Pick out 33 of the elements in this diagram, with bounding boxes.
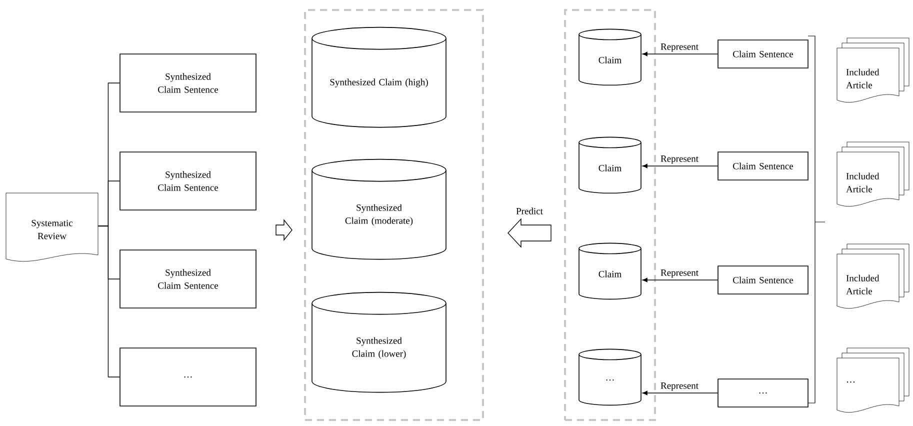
document-stack: Included Article: [836, 38, 910, 103]
process-box: Synthesized Claim Sentence: [120, 54, 256, 112]
edge-label: Represent: [660, 154, 700, 165]
process-box: Claim Sentence: [718, 152, 808, 180]
arrow: [642, 390, 718, 396]
document-stack: Included Article: [836, 244, 910, 309]
process-box: Synthesized Claim Sentence: [120, 250, 256, 308]
process-box: Synthesized Claim Sentence: [120, 152, 256, 210]
database-cylinder: Claim: [578, 28, 642, 86]
process-box: Claim Sentence: [718, 266, 808, 294]
database-cylinder: Synthesized Claim (high): [312, 26, 446, 128]
document-stack: Included Article: [836, 142, 910, 207]
block-arrow: [508, 218, 552, 248]
database-cylinder: …: [578, 348, 642, 406]
dashed-container: [564, 9, 656, 421]
edge-label: Represent: [660, 42, 700, 53]
database-cylinder: Synthesized Claim (lower): [312, 292, 446, 393]
database-cylinder: Claim: [578, 242, 642, 300]
connector-line: [98, 226, 120, 378]
edge-label: Represent: [660, 268, 700, 279]
process-box: …: [120, 348, 256, 406]
arrow: [642, 278, 718, 282]
edge-label: Predict: [515, 206, 544, 216]
block-arrow: [276, 219, 292, 241]
arrow: [642, 52, 718, 56]
database-cylinder: Claim: [578, 136, 642, 194]
dashed-container: [304, 9, 484, 421]
database-cylinder: Synthesized Claim (moderate): [312, 158, 446, 260]
edge-label: Represent: [660, 382, 700, 392]
document-stack: …: [836, 348, 910, 413]
process-box: Claim Sentence: [718, 40, 808, 68]
process-box: …: [718, 378, 808, 408]
arrow: [642, 164, 718, 168]
